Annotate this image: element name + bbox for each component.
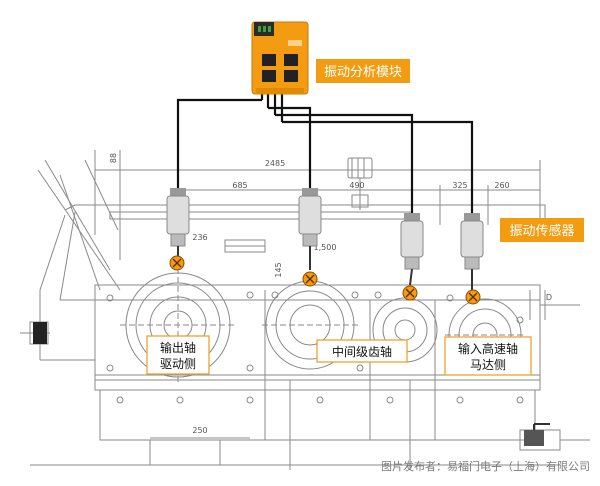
middle-shaft-label: 中间级齿轴 bbox=[316, 339, 408, 363]
module-label: 振动分析模块 bbox=[316, 59, 410, 83]
measurement-points bbox=[169, 255, 481, 305]
image-credit: 图片发布者：易福门电子（上海）有限公司 bbox=[381, 459, 590, 473]
output-shaft-label: 输出轴 驱动侧 bbox=[146, 335, 210, 375]
measurement-point-marker bbox=[465, 289, 481, 305]
middle-shaft-text: 中间级齿轴 bbox=[332, 344, 392, 359]
sensor-second-bearing bbox=[400, 213, 424, 286]
output-shaft-line2: 驱动侧 bbox=[160, 357, 196, 371]
drain-valve-icon bbox=[524, 423, 550, 446]
dimension-labels: 2485 685 490 325 260 236 1,500 145 250 8… bbox=[109, 153, 552, 435]
cable-second-bearing bbox=[275, 113, 414, 215]
dimension-88: 88 bbox=[109, 153, 118, 163]
sensor-input-shaft bbox=[460, 213, 484, 290]
dimension-250: 250 bbox=[192, 426, 207, 435]
sensor-cables bbox=[176, 92, 474, 215]
dimension-d: D bbox=[546, 293, 552, 302]
input-shaft-line2: 马达侧 bbox=[470, 358, 506, 372]
cable-middle-shaft bbox=[268, 106, 312, 190]
module-label-text: 振动分析模块 bbox=[324, 65, 402, 80]
dimension-2485: 2485 bbox=[265, 159, 285, 168]
dimension-260: 260 bbox=[494, 181, 509, 190]
dimension-325: 325 bbox=[452, 181, 467, 190]
sensor-label: 振动传感器 bbox=[500, 218, 584, 242]
dimension-1500: 1,500 bbox=[314, 243, 337, 252]
output-shaft-line1: 输出轴 bbox=[160, 340, 196, 355]
measurement-point-marker bbox=[302, 271, 318, 287]
dimension-236: 236 bbox=[192, 233, 207, 242]
sensor-label-text: 振动传感器 bbox=[509, 223, 574, 239]
measurement-point-marker bbox=[402, 285, 418, 301]
sensor-output-shaft bbox=[166, 188, 190, 258]
dimension-685: 685 bbox=[232, 181, 247, 190]
dimension-490: 490 bbox=[349, 181, 364, 190]
shaft-stub-mark bbox=[33, 322, 47, 344]
input-shaft-line1: 输入高速轴 bbox=[458, 341, 518, 356]
sensor-middle-shaft bbox=[298, 188, 322, 270]
input-shaft-label: 输入高速轴 马达侧 bbox=[444, 336, 532, 376]
cable-output-shaft bbox=[176, 98, 262, 190]
cable-input-shaft bbox=[282, 120, 474, 215]
measurement-point-marker bbox=[169, 255, 185, 271]
dimension-145: 145 bbox=[274, 262, 283, 277]
vibration-module-icon bbox=[251, 21, 309, 95]
